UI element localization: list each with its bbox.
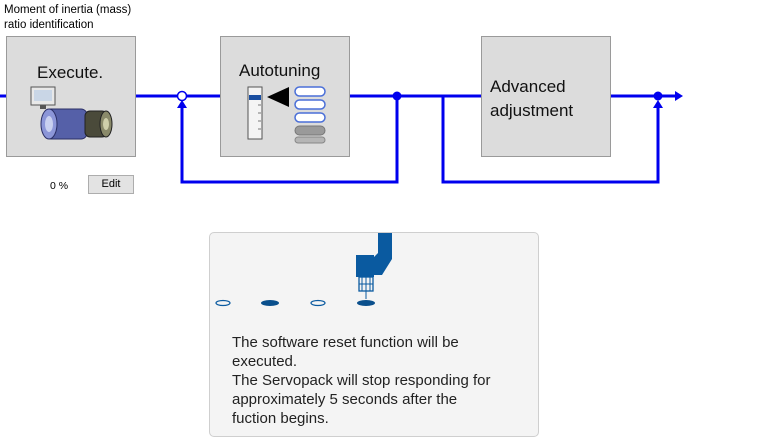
advanced-adjustment-label: Advanced adjustment (490, 75, 573, 123)
progress-dot-icon (261, 300, 279, 306)
message-line: approximately 5 seconds after the (232, 391, 458, 408)
probe-icon (356, 233, 392, 299)
advanced-label-line: adjustment (490, 101, 574, 120)
autotuning-icon (247, 86, 326, 144)
message-panel: The software reset function will be exec… (209, 232, 539, 437)
advanced-adjustment-button[interactable]: Advanced adjustment (481, 36, 611, 157)
feedback-arrow (177, 100, 187, 108)
edit-button[interactable]: Edit (88, 175, 134, 194)
message-line: The Servopack will stop responding for (232, 372, 491, 389)
motor-icon (30, 86, 113, 140)
message-line: fuction begins. (232, 410, 329, 427)
feedback-arrow (653, 100, 663, 108)
advanced-label-line: Advanced (490, 77, 566, 96)
summing-junction (653, 91, 663, 101)
execute-label: Execute. (37, 63, 104, 82)
progress-dot-icon (215, 299, 231, 307)
identification-progress: 0 % (50, 180, 69, 192)
autotuning-button[interactable]: Autotuning (220, 36, 350, 157)
caption-line: Moment of inertia (mass) (4, 4, 132, 16)
autotuning-label: Autotuning (239, 61, 321, 80)
output-arrow (675, 91, 683, 101)
progress-dot-icon (310, 299, 326, 307)
message-line: executed. (232, 353, 298, 370)
branch-point (392, 91, 402, 101)
progress-dot-icon (357, 300, 375, 306)
caption-line: ratio identification (4, 19, 94, 31)
message-line: The software reset function will be (232, 334, 459, 351)
identification-caption: Moment of inertia (mass) ratio identific… (4, 3, 131, 33)
execute-button[interactable]: Execute. (6, 36, 136, 157)
probe-animation (215, 233, 392, 307)
message-text: The software reset function will be exec… (232, 333, 532, 428)
summing-junction (176, 90, 188, 102)
